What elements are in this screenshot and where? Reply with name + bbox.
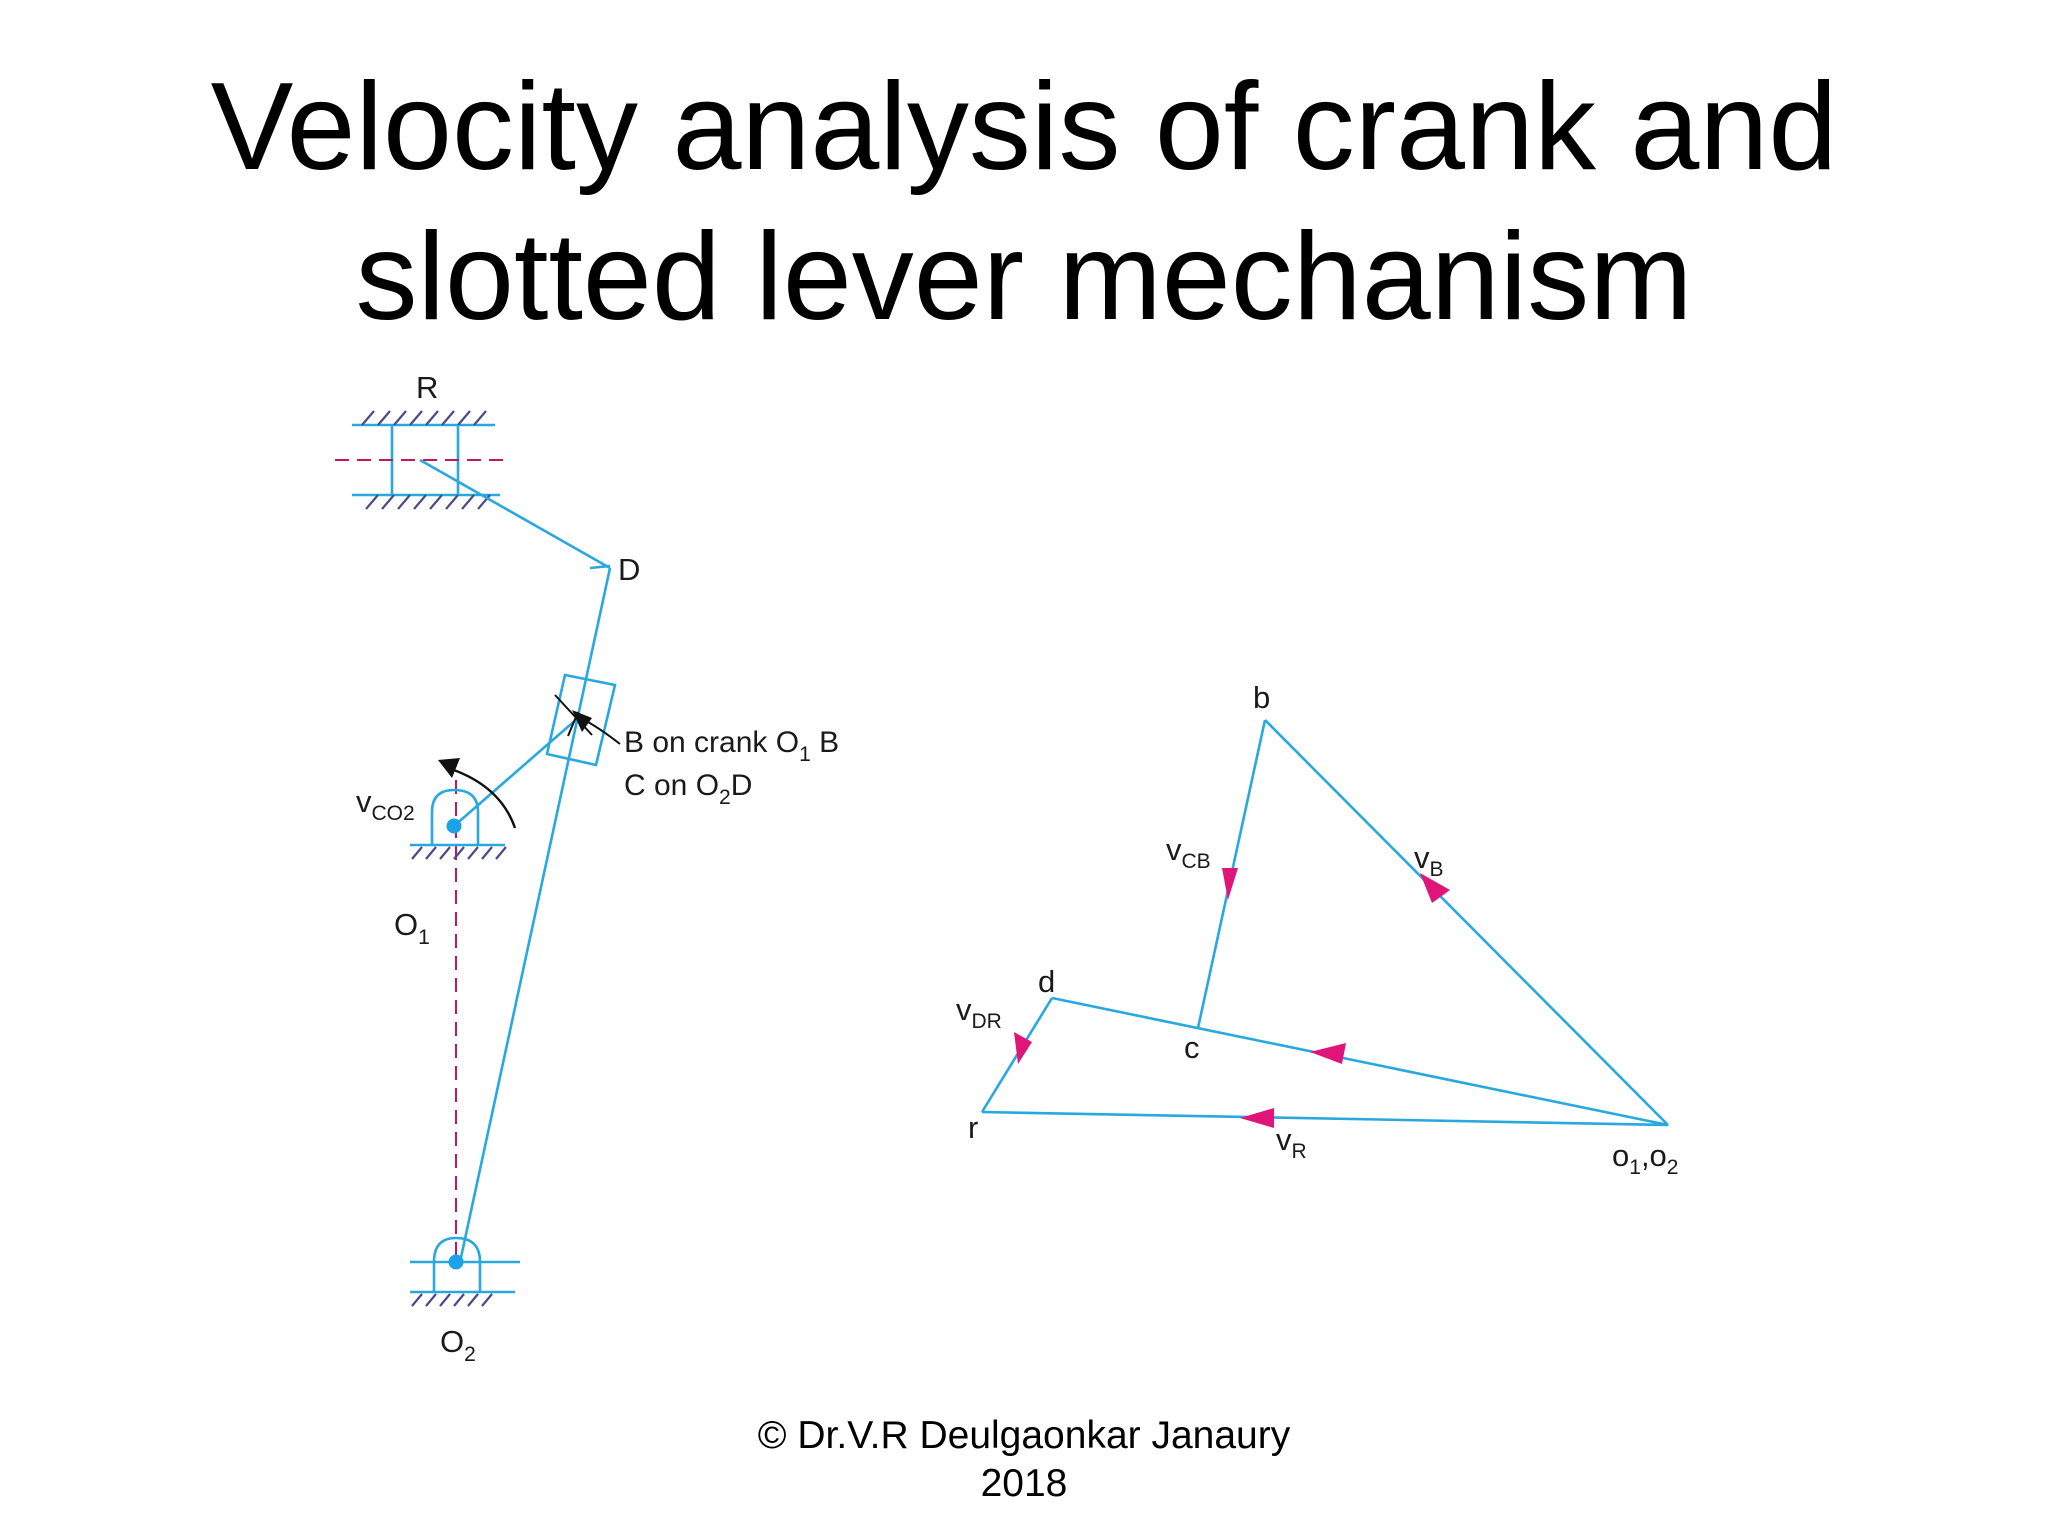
copyright-footer: © Dr.V.R Deulgaonkar Janaury 2018 [0,1412,2048,1508]
label-o1o2: o1,o2 [1612,1138,1678,1179]
rotation-arrow-icon [447,766,517,829]
label-vR: vR [1276,1122,1307,1163]
arrow-vR-icon [1240,1108,1274,1128]
mechanism-diagram: R D B on crank O1 B C on O2D vCO2 O1 O2 [335,370,839,1366]
vector-vR [981,1110,1669,1127]
label-D: D [618,552,640,587]
label-r: r [968,1110,978,1145]
label-vCB: vCB [1166,832,1211,873]
label-vDR: vDR [956,992,1002,1033]
pivot-O2 [410,1236,520,1307]
label-vco2: vCO2 [356,784,415,825]
label-R: R [416,370,438,405]
label-B-on-crank: B on crank O1 B [624,726,839,766]
arrow-vB-icon [1420,873,1450,903]
velocity-diagram: b d c r vCB vB vDR vR o1,o2 [956,680,1678,1179]
crank-O1B [453,717,579,827]
ram-guide [335,410,505,510]
pointer-arrow-B [572,710,592,732]
link-RD [419,458,611,570]
label-b: b [1253,680,1270,715]
arrow-vCB-icon [1222,868,1238,900]
vector-o-d [1051,996,1669,1127]
page-title: Velocity analysis of crank and slotted l… [0,52,2048,352]
title-line-2: slotted lever mechanism [355,208,1693,346]
label-vB: vB [1414,840,1444,881]
vector-vB [1264,719,1669,1126]
arrow-oc-icon [1310,1043,1346,1064]
label-O1: O1 [394,907,430,949]
label-c: c [1184,1030,1200,1065]
arrow-vDR-icon [1014,1032,1032,1064]
footer-line-2: 2018 [980,1462,1068,1505]
label-C-on-lever: C on O2D [624,769,752,809]
title-line-1: Velocity analysis of crank and [210,58,1838,196]
label-O2: O2 [440,1324,476,1366]
slider-block-B [545,673,617,767]
pivot-O1 [410,788,507,860]
footer-line-1: © Dr.V.R Deulgaonkar Janaury [757,1414,1291,1457]
label-d: d [1038,964,1055,999]
slotted-lever [458,567,612,1263]
